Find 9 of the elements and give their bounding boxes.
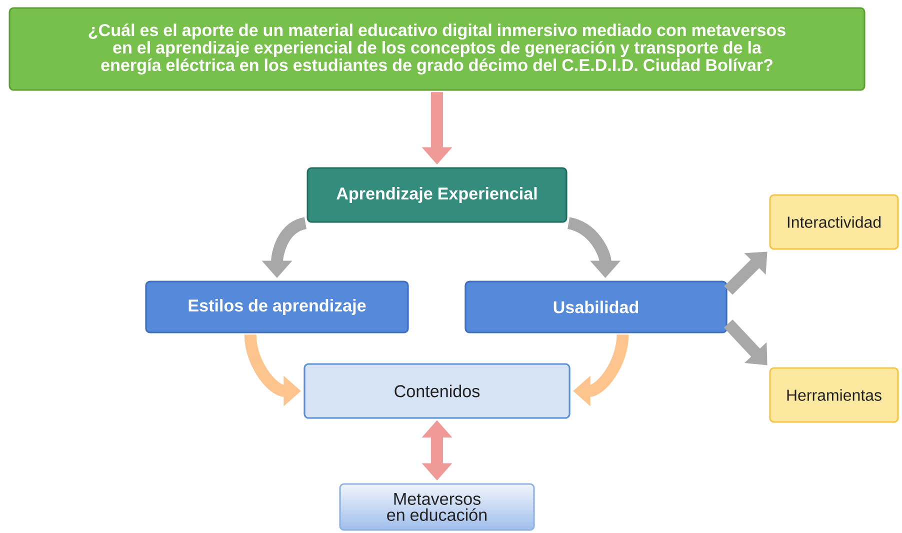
resource-box: Metaversos en educación xyxy=(339,483,535,531)
block-arrow xyxy=(724,252,768,295)
aspect-box: Herramientas xyxy=(769,367,899,423)
content-box: Contenidos xyxy=(304,363,570,419)
concept-box: Usabilidad xyxy=(464,280,728,334)
concept-box: Aprendizaje Experiencial xyxy=(306,167,568,223)
question-box: ¿Cuál es el aporte de un material educativo digital inmersivo mediado con metaversos en el aprendizaje experiencial de los conceptos de generación y transporte de la energía eléctrica en los estudiantes de grado décimo del C.E.D.I.D. Ciudad Bolívar? xyxy=(8,7,866,91)
concept-box: Estilos de aprendizaje xyxy=(145,280,409,334)
aspect-box: Interactividad xyxy=(769,194,899,250)
